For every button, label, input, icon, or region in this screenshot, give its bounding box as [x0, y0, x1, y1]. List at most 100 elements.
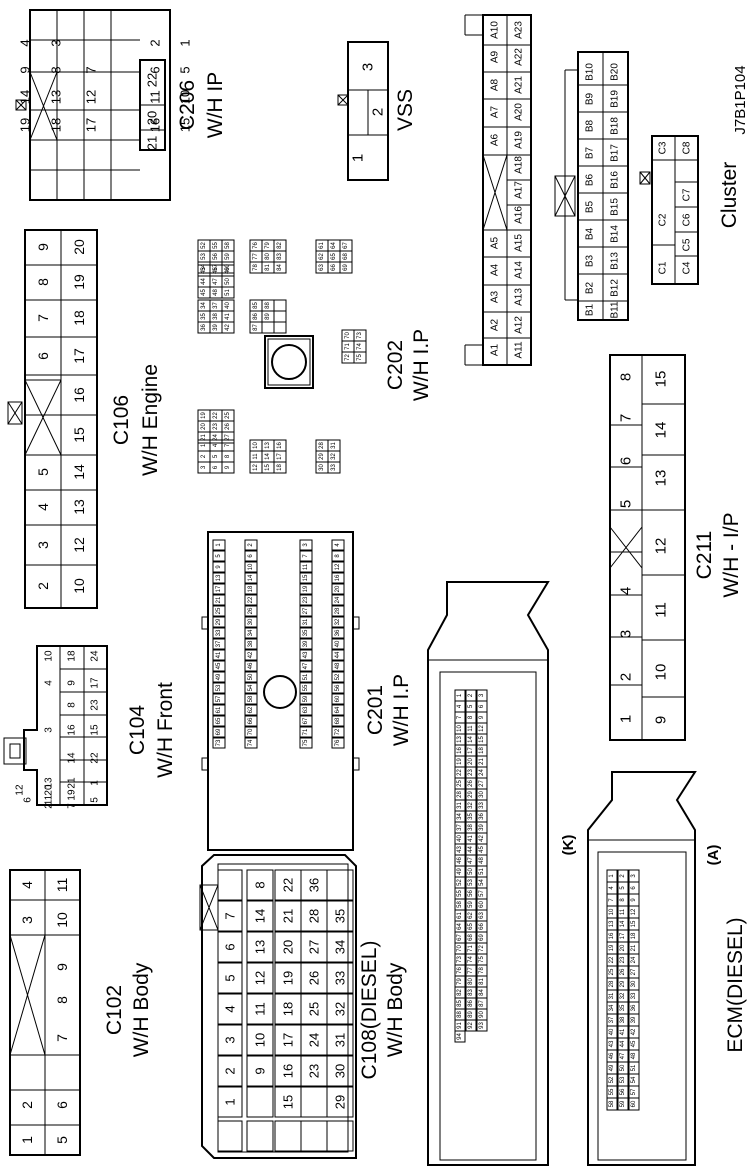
- pin-cell: [331, 638, 345, 650]
- pin-label: 24: [90, 650, 101, 662]
- pin-cell: [299, 594, 313, 606]
- pin-label: 13: [609, 920, 615, 927]
- pin-label: 39: [213, 324, 219, 331]
- pin-label: 35: [620, 1004, 626, 1011]
- pin-label: 10: [253, 442, 259, 449]
- pin-label: 9: [35, 243, 51, 251]
- pin-cell: [299, 649, 313, 661]
- pin-label: 27: [225, 434, 231, 441]
- pin-label: 68: [335, 717, 341, 724]
- pin-label: 23: [468, 769, 474, 776]
- pin-label: 27: [307, 940, 322, 954]
- pin-label: 20: [468, 758, 474, 765]
- pin-label: 92: [468, 1022, 474, 1029]
- pin-label: 8: [618, 373, 635, 381]
- pin-label: 7: [225, 443, 231, 447]
- pin-label: 62: [468, 912, 474, 919]
- pin-cell: [244, 627, 258, 639]
- pin-label: 85: [253, 302, 259, 309]
- pin-label: 33: [216, 629, 222, 636]
- pin-cell: [212, 660, 226, 672]
- pin-label: 20: [44, 784, 55, 796]
- figure-code-group: J7B1P104: [732, 65, 749, 134]
- pin-label: B7: [585, 146, 596, 159]
- pin-label: 8: [253, 881, 268, 888]
- pin-label: A22: [514, 48, 525, 66]
- pin-cell: [212, 605, 226, 617]
- pin-cell: [217, 1086, 243, 1118]
- pin-cell: [331, 627, 345, 639]
- pin-label: 60: [631, 1100, 637, 1107]
- pin-cell: [299, 561, 313, 573]
- pin-label: 23: [620, 956, 626, 963]
- pin-label: 2: [223, 1067, 238, 1074]
- pin-label: 17: [216, 585, 222, 592]
- pin-cell: [212, 704, 226, 716]
- pin-label: 53: [468, 879, 474, 886]
- pin-cell: [331, 539, 345, 551]
- connector-vss: 312 VSS: [337, 41, 417, 181]
- pin-cell: [628, 1097, 640, 1111]
- pin-label: 4: [213, 443, 219, 447]
- pin-cell: [273, 321, 287, 334]
- pin-label: 45: [631, 1040, 637, 1047]
- pin-label: 40: [457, 835, 463, 842]
- pin-cell: [273, 461, 287, 474]
- pin-cell: [246, 993, 274, 1025]
- pin-label: 12: [84, 90, 99, 104]
- pin-label: 87: [479, 1000, 485, 1007]
- pin-label: 14: [71, 464, 87, 480]
- pin-label: 30: [319, 464, 325, 471]
- pin-cell: [299, 704, 313, 716]
- pin-label: 7: [223, 912, 238, 919]
- pin-label: 49: [225, 267, 231, 274]
- pin-label: 4: [609, 886, 615, 890]
- c106-sub: W/H Engine: [139, 364, 162, 476]
- pin-label: 42: [248, 651, 254, 658]
- c108-sub: W/H Body: [384, 962, 407, 1057]
- pin-label: 73: [216, 739, 222, 746]
- pin-label: 7: [618, 414, 635, 422]
- pin-cell: [299, 693, 313, 705]
- pin-label: 12: [15, 784, 26, 796]
- pin-label: 3: [618, 630, 635, 638]
- pin-label: A17: [514, 181, 525, 199]
- pin-label: 14: [18, 90, 33, 104]
- pin-label: B4: [585, 227, 596, 240]
- pin-label: 6: [54, 1101, 70, 1109]
- pin-label: A15: [514, 234, 525, 252]
- pin-label: 12: [253, 971, 268, 985]
- pin-label: 64: [457, 923, 463, 930]
- pin-label: 58: [609, 1100, 615, 1107]
- pin-label: 87: [253, 324, 259, 331]
- pin-cell: [273, 261, 287, 274]
- pin-label: 55: [457, 890, 463, 897]
- pin-label: 63: [303, 706, 309, 713]
- pin-label: 64: [335, 706, 341, 713]
- pin-label: 5: [223, 974, 238, 981]
- pin-label: B6: [585, 173, 596, 186]
- pin-label: 42: [631, 1028, 637, 1035]
- pin-label: B9: [585, 92, 596, 105]
- pin-label: 40: [225, 302, 231, 309]
- pin-label: 57: [213, 264, 219, 271]
- pin-label: 50: [620, 1064, 626, 1071]
- pin-label: 62: [319, 253, 325, 260]
- pin-label: 6: [631, 886, 637, 890]
- pin-cell: [606, 1097, 618, 1111]
- pin-label: 25: [609, 968, 615, 975]
- pin-label: 8: [67, 702, 78, 708]
- pin-label: 28: [319, 442, 325, 449]
- pin-label: 6: [213, 465, 219, 469]
- pin-label: 12: [631, 908, 637, 915]
- pin-cell: [331, 726, 345, 738]
- pin-cell: [217, 962, 243, 994]
- pin-label: 15: [178, 118, 193, 132]
- pin-label: 76: [253, 242, 259, 249]
- pin-label: 13: [457, 736, 463, 743]
- pin-label: 78: [253, 264, 259, 271]
- pin-cell: [299, 660, 313, 672]
- pin-cell: [299, 671, 313, 683]
- pin-label: B2: [585, 281, 596, 294]
